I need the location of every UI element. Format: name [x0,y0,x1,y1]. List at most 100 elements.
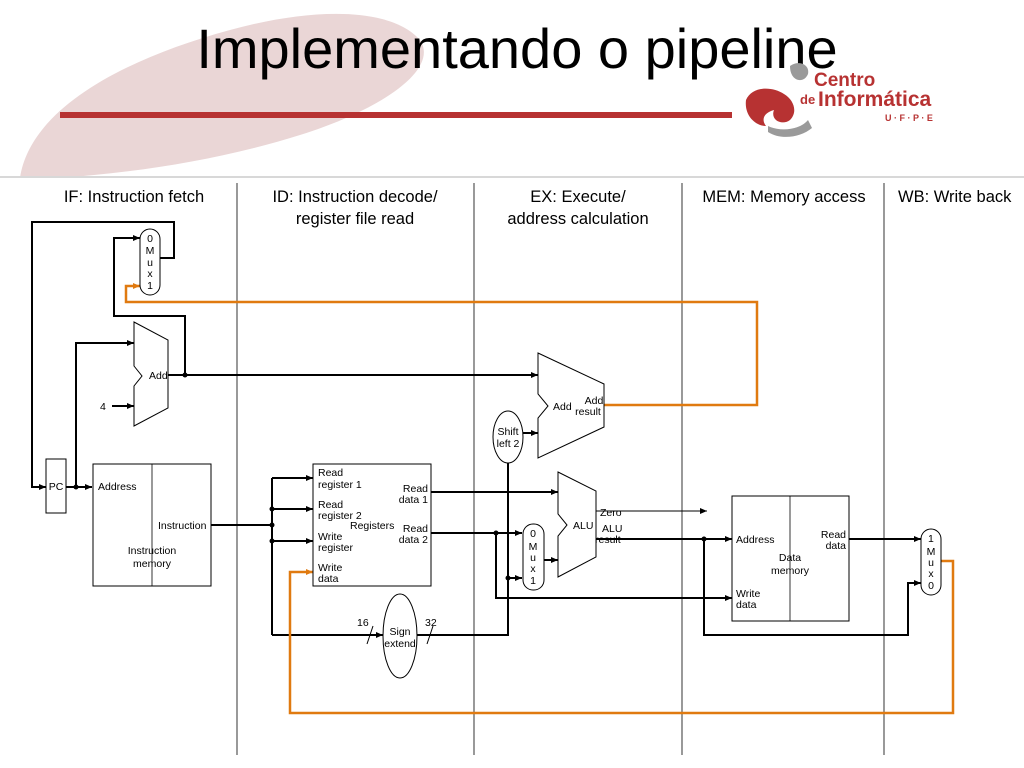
sign-extend-in-bits: 16 [357,617,369,629]
pc-register: PC [45,458,67,514]
stage-label-ex-line2: address calculation [507,210,648,228]
junction-alu-result [701,536,707,542]
bus-tick-16 [366,625,374,645]
junction-read-data2 [493,530,499,536]
alu-mux-label-1: 1 [530,575,536,587]
junction-instr-1 [269,506,275,512]
wb-mux-label-u: u [928,557,934,569]
stage-label-if: IF: Instruction fetch [64,188,204,206]
title-underline [60,112,732,118]
wb-mux-label-x: x [928,568,934,580]
brush-stroke-decoration [20,13,424,178]
branch-adder-label-right-2: result [575,406,601,418]
reg-read-reg1-line2: register 1 [318,479,362,491]
alu-mux: 0 M u x 1 [522,523,545,591]
wire-adder-to-pcmux [113,235,186,375]
pc-mux-label-0: 0 [147,233,153,245]
reg-read-reg2-line1: Read [318,499,343,511]
stage-label-wb: WB: Write back [898,188,1012,206]
reg-read-data2-line2: data 2 [399,534,428,546]
pc-mux-label-u: u [147,257,153,269]
logo-text-de: de [800,92,815,107]
wire-pc-to-adder [75,340,134,487]
pc-mux-label-1: 1 [147,280,153,292]
register-file: Read register 1 Read register 2 Write re… [312,463,432,587]
wire-sign-extend-out [417,458,509,636]
sign-extend-line1: Sign [389,626,410,638]
alu-mux-label-u: u [530,552,536,564]
alu-mux-label-x: x [530,563,536,575]
junction-instr-3 [269,538,275,544]
sign-extend: Sign extend [382,593,418,679]
constant-four: 4 [100,401,106,413]
pc-mux-label-m: M [146,245,155,257]
data-memory: Address Read data Write data Data memory [731,495,850,622]
writeback-mux: 1 M u x 0 [920,528,942,596]
shift-left-line2: left 2 [497,438,520,450]
sign-extend-line2: extend [384,638,416,650]
alu-result-line2: result [595,534,621,546]
reg-read-reg1-line1: Read [318,467,343,479]
pc-mux-label-x: x [147,268,153,280]
shift-left-line1: Shift [497,426,518,438]
branch-adder-label-right-1: Add [585,395,604,407]
imem-instruction-label: Instruction [158,520,207,532]
logo-emblem [745,63,812,137]
branch-adder: Add Add result [537,352,605,459]
wire-writeback [288,559,955,715]
pc-mux: 0 M u x 1 [139,228,161,296]
bus-tick-32 [426,625,434,645]
dmem-read-line2: data [826,540,847,552]
imem-address-label: Address [98,481,137,493]
header-bottom-edge [0,176,1024,178]
alu: ALU Zero ALU result [557,471,622,578]
pc-adder-label: Add [149,370,168,382]
wire-alu-result-bypass [703,539,921,636]
stage-label-id-line1: ID: Instruction decode/ [272,188,438,206]
reg-read-reg2-line2: register 2 [318,510,362,522]
dmem-write-line2: data [736,599,757,611]
slide-title: Implementando o pipeline [196,17,837,80]
dmem-name-line1: Data [779,552,801,564]
dmem-name-line2: memory [771,565,810,577]
imem-name-line1: Instruction [128,545,177,557]
reg-read-data2-line1: Read [403,523,428,535]
wb-mux-label-m: M [927,546,936,558]
logo-text-ufpe: U · F · P · E [885,113,933,123]
reg-write-data-line1: Write [318,562,342,574]
sign-extend-out-bits: 32 [425,617,437,629]
junction-instr-2 [269,522,275,528]
wb-mux-label-0: 0 [928,580,934,592]
reg-write-data-line2: data [318,573,339,585]
instruction-memory: Address Instruction Instruction memory [92,463,212,587]
reg-read-data1-line1: Read [403,483,428,495]
pc-label: PC [49,481,64,493]
stage-label-ex-line1: EX: Execute/ [530,188,626,206]
junction-sign-extend [505,575,511,581]
stage-label-id-line2: register file read [296,210,414,228]
alu-name-label: ALU [573,520,593,532]
branch-adder-label-left: Add [553,401,572,413]
wire-branch-target [124,283,759,407]
reg-write-reg-line1: Write [318,531,342,543]
junction-pc [73,484,79,490]
shift-left-2: Shift left 2 [492,410,524,464]
imem-name-line2: memory [133,558,172,570]
alu-mux-label-0: 0 [530,528,536,540]
alu-result-line1: ALU [602,523,622,535]
reg-name-label: Registers [350,520,394,532]
logo: Centro de Informática U · F · P · E [745,63,933,137]
wire-pcmux-to-pc [31,221,175,490]
wire-read-data2-to-mem [495,533,732,601]
reg-write-reg-line2: register [318,542,354,554]
reg-read-data1-line2: data 1 [399,494,428,506]
alu-mux-label-m: M [529,541,538,553]
stage-label-mem: MEM: Memory access [702,188,865,206]
logo-text-centro: Centro [814,70,875,91]
dmem-read-line1: Read [821,529,846,541]
junction-adder-out [182,372,188,378]
dmem-write-line1: Write [736,588,760,600]
wb-mux-label-1: 1 [928,533,934,545]
alu-zero-label: Zero [600,507,622,519]
